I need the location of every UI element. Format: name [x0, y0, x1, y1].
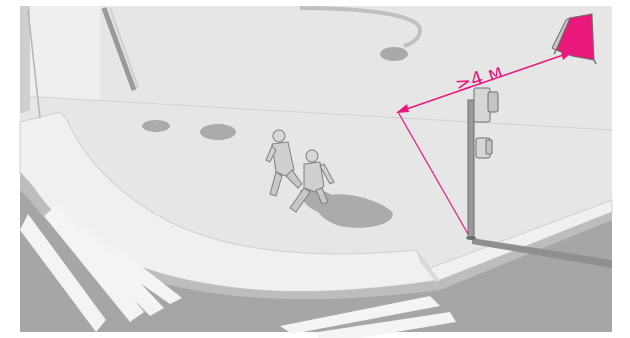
sidewalk-distance-diagram: ≥4 м	[0, 0, 630, 338]
